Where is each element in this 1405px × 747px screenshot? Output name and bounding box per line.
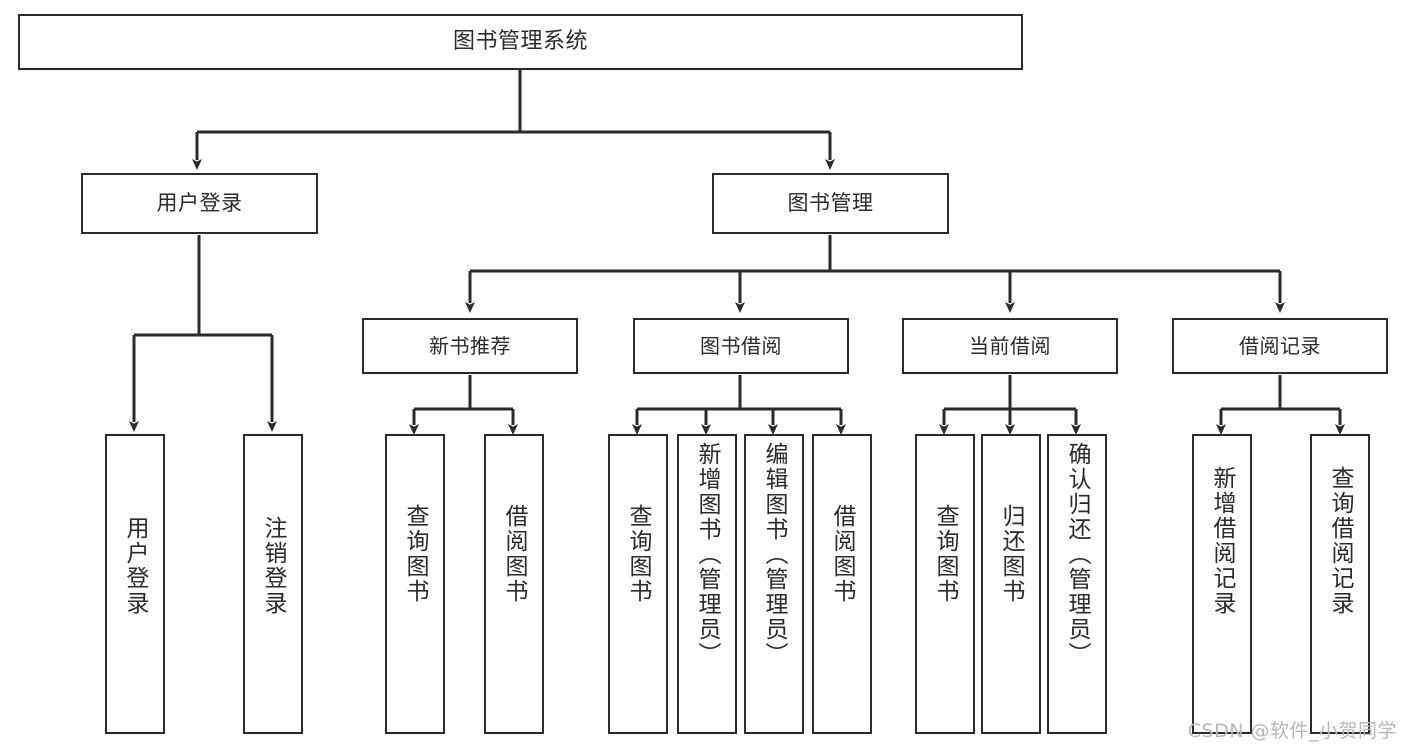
leaf-add-book-admin[interactable]: 新增图书（管理员） — [677, 434, 737, 734]
leaf-confirm-return-admin[interactable]: 确认归还（管理员） — [1047, 434, 1107, 734]
node-label: 图书管理 — [787, 190, 874, 215]
leaf-label: 查询图书 — [625, 504, 652, 604]
leaf-label: 查询图书 — [932, 504, 959, 604]
node-label: 当前借阅 — [969, 334, 1051, 358]
node-label: 新书推荐 — [429, 334, 511, 358]
leaf-query-book-borrow[interactable]: 查询图书 — [608, 434, 668, 734]
leaf-label: 借阅图书 — [501, 504, 528, 604]
node-label: 图书管理系统 — [452, 28, 588, 54]
node-book-borrow[interactable]: 图书借阅 — [633, 318, 849, 374]
leaf-label: 归还图书 — [998, 504, 1025, 604]
leaf-label: 编辑图书（管理员） — [761, 442, 788, 667]
csdn-watermark: CSDN @软件_小贺同学 — [1187, 720, 1397, 742]
leaf-label: 用户登录 — [122, 516, 149, 616]
node-label: 用户登录 — [156, 190, 243, 215]
leaf-borrow-book-recommend[interactable]: 借阅图书 — [484, 434, 544, 734]
leaf-return-book[interactable]: 归还图书 — [981, 434, 1041, 734]
leaf-label: 新增借阅记录 — [1209, 466, 1236, 616]
leaf-borrow-book[interactable]: 借阅图书 — [812, 434, 872, 734]
leaf-logout[interactable]: 注销登录 — [243, 434, 303, 734]
node-new-book-recommend[interactable]: 新书推荐 — [362, 318, 578, 374]
leaf-query-borrow-record[interactable]: 查询借阅记录 — [1310, 434, 1370, 734]
leaf-label: 注销登录 — [260, 516, 287, 616]
leaf-label: 查询借阅记录 — [1327, 466, 1354, 616]
leaf-label: 确认归还（管理员） — [1064, 442, 1091, 667]
leaf-query-book-recommend[interactable]: 查询图书 — [385, 434, 445, 734]
node-label: 借阅记录 — [1239, 334, 1321, 358]
node-book-management-system[interactable]: 图书管理系统 — [18, 14, 1023, 70]
leaf-add-borrow-record[interactable]: 新增借阅记录 — [1192, 434, 1252, 734]
leaf-user-login[interactable]: 用户登录 — [105, 434, 165, 734]
node-user-login[interactable]: 用户登录 — [81, 173, 318, 234]
leaf-query-book-current[interactable]: 查询图书 — [915, 434, 975, 734]
node-borrow-record[interactable]: 借阅记录 — [1172, 318, 1388, 374]
node-book-management[interactable]: 图书管理 — [712, 173, 949, 234]
leaf-label: 查询图书 — [402, 504, 429, 604]
leaf-label: 新增图书（管理员） — [694, 442, 721, 667]
leaf-label: 借阅图书 — [829, 504, 856, 604]
leaf-edit-book-admin[interactable]: 编辑图书（管理员） — [744, 434, 804, 734]
node-current-borrow[interactable]: 当前借阅 — [902, 318, 1118, 374]
node-label: 图书借阅 — [700, 334, 782, 358]
